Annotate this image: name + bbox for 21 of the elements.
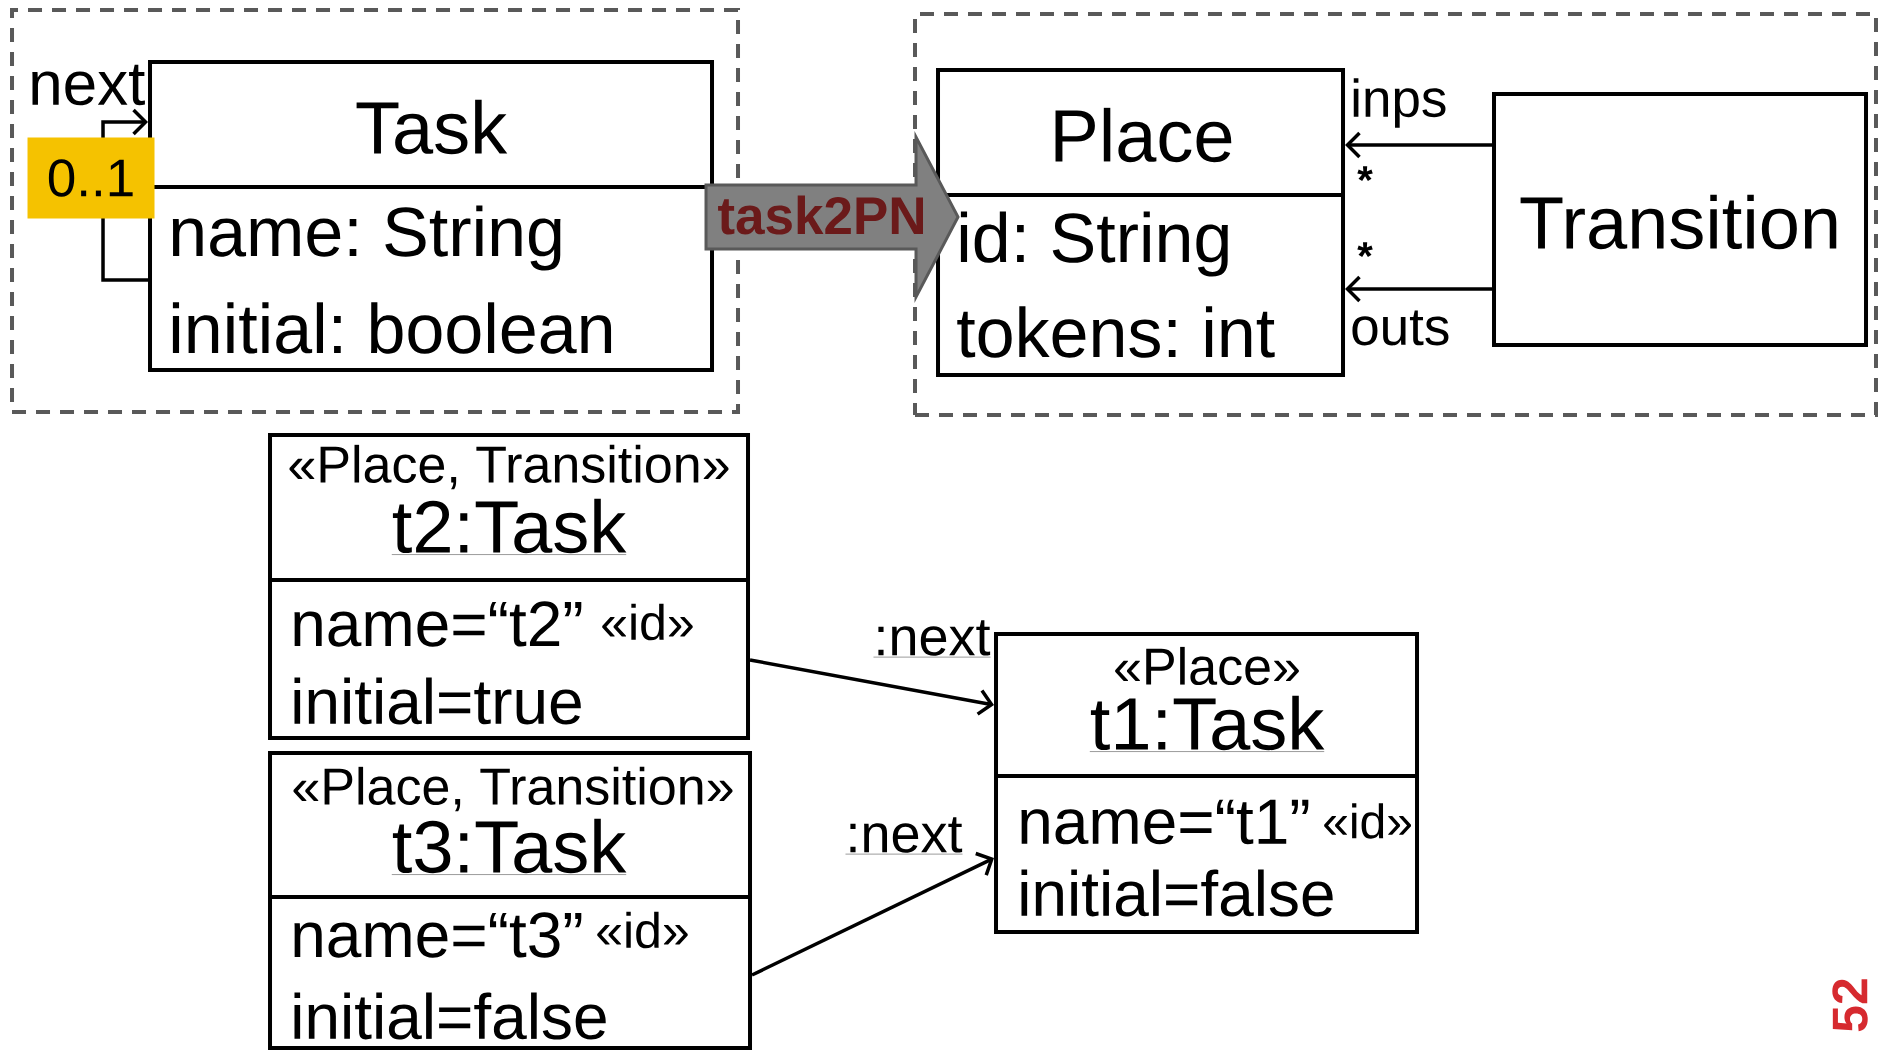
edge-label: :next — [845, 817, 963, 855]
object-box: «Place, Transition» t3:Task name=“t3” «id» initial=false — [268, 751, 752, 1050]
edge-label: next — [32, 64, 145, 106]
multiplicity-label: * — [1357, 166, 1373, 182]
association-arrow — [751, 851, 994, 977]
transformation-arrow — [704, 130, 960, 304]
object-box: «Place, Transition» t2:Task name=“t2” «id» initial=true — [268, 433, 750, 740]
association-arrow — [1345, 131, 1492, 159]
class-box: Place id: String tokens: int — [936, 68, 1345, 377]
edge-label: task2PN — [718, 195, 923, 235]
class-box: Transition — [1492, 92, 1868, 347]
association-arrow — [749, 658, 994, 716]
class-box: Task name: String initial: boolean — [148, 60, 714, 372]
edge-label: :next — [873, 620, 991, 658]
association-arrow — [1345, 275, 1492, 303]
multiplicity-label: * — [1357, 242, 1373, 258]
edge-label: inps — [1353, 78, 1446, 128]
object-box: «Place» t1:Task name=“t1” «id» initial=false — [994, 632, 1419, 934]
edge-label: outs — [1352, 310, 1449, 346]
multiplicity-badge: 0..1 — [27, 137, 155, 219]
page-number: 52 — [1832, 979, 1868, 1032]
